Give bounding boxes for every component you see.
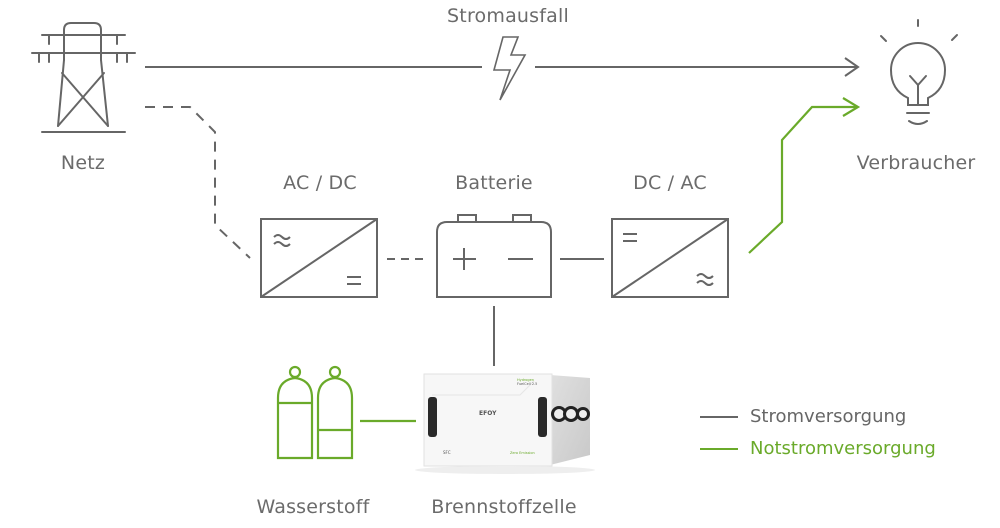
label-outage: Stromausfall bbox=[447, 5, 569, 27]
handle-left bbox=[428, 397, 437, 437]
label-inverter: DC / AC bbox=[633, 172, 707, 194]
legend-label: Stromversorgung bbox=[750, 406, 907, 427]
label-rectifier: AC / DC bbox=[283, 172, 357, 194]
lightning-icon bbox=[492, 36, 527, 101]
pylon-icon bbox=[31, 22, 136, 133]
inverter-icon bbox=[611, 218, 729, 298]
label-fuel-cell: Brennstoffzelle bbox=[431, 496, 577, 518]
battery-icon bbox=[436, 214, 552, 298]
label-grid: Netz bbox=[60, 152, 106, 174]
rectifier-icon bbox=[260, 218, 378, 298]
legend-label: Notstromversorgung bbox=[750, 438, 936, 459]
emergency-supply-line bbox=[748, 97, 861, 254]
fuelcell-model-line2: FuelCell 2.5 bbox=[517, 382, 538, 386]
legend-item-supply: Stromversorgung bbox=[700, 406, 906, 427]
label-consumer: Verbraucher bbox=[856, 152, 976, 174]
label-battery: Batterie bbox=[455, 172, 533, 194]
legend-swatch-grey bbox=[700, 415, 738, 418]
legend-swatch-green bbox=[700, 447, 738, 450]
fuelcell-badge: Zero Emission bbox=[510, 451, 535, 455]
handle-right bbox=[538, 397, 547, 437]
lightbulb-icon bbox=[880, 19, 958, 125]
hydrogen-cylinders-icon bbox=[276, 365, 354, 460]
fuel-cell-device bbox=[415, 373, 595, 474]
legend-item-emergency: Notstromversorgung bbox=[700, 438, 936, 459]
fuelcell-maker: SFC bbox=[443, 450, 451, 455]
grid-supply-line bbox=[145, 57, 860, 77]
fuelcell-brand: EFOY bbox=[479, 410, 497, 417]
fuelcell-model-line1: Hydrogen bbox=[517, 378, 535, 382]
grid-to-rectifier-dashed-line bbox=[145, 106, 251, 259]
label-hydrogen: Wasserstoff bbox=[256, 496, 370, 518]
